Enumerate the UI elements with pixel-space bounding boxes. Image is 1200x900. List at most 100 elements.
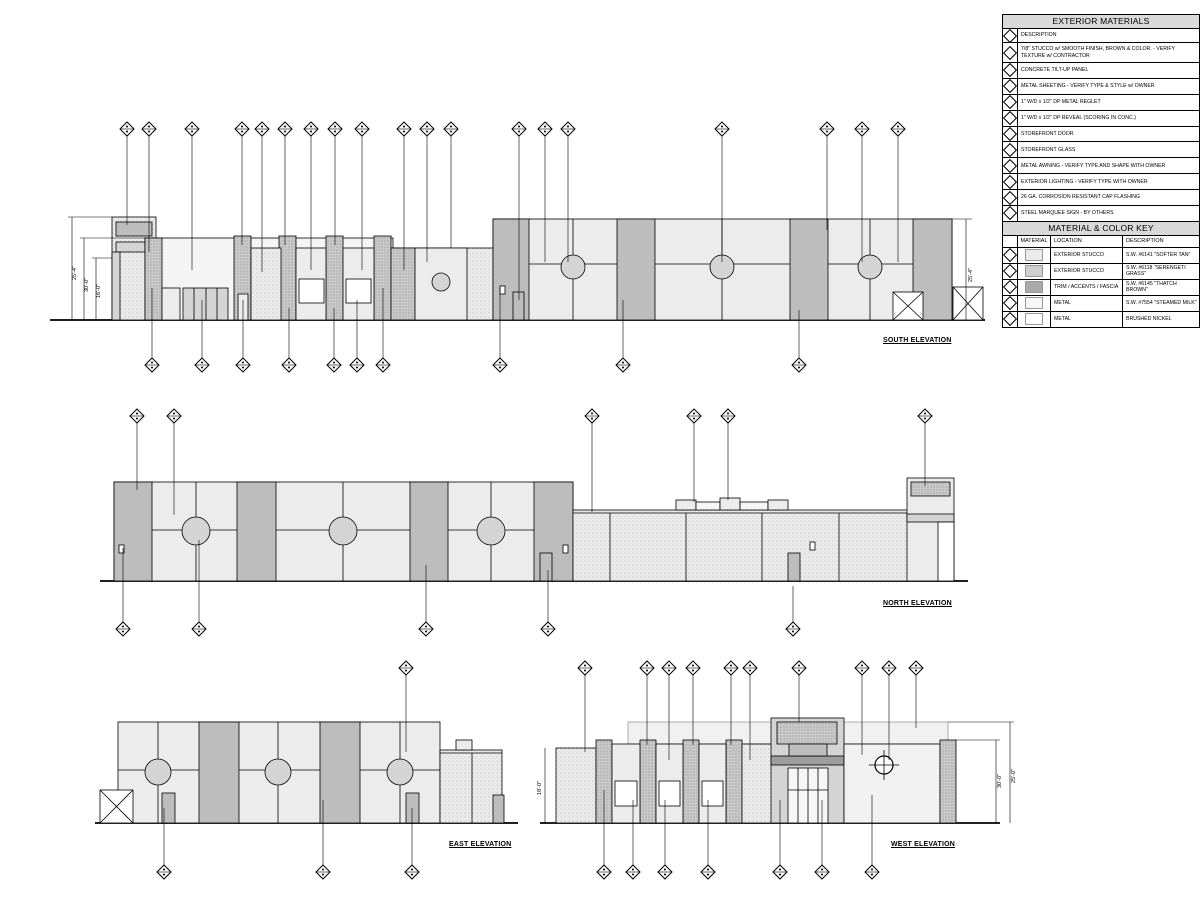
material-description: EXTERIOR LIGHTING - VERIFY TYPE WITH OWN… bbox=[1021, 178, 1148, 185]
south-elevation bbox=[50, 216, 985, 321]
color-key-description: S.W. #6118 "SERENGETI GRASS" bbox=[1126, 265, 1186, 278]
color-key-location: TRIM / ACCENTS / FASCIA bbox=[1051, 279, 1123, 295]
swatch-chip bbox=[1025, 249, 1043, 262]
tag-icon bbox=[1002, 263, 1018, 279]
color-swatch bbox=[1018, 295, 1051, 311]
swatch-chip bbox=[1025, 313, 1043, 326]
tag-icon bbox=[1002, 206, 1018, 221]
color-key-header-description: DESCRIPTION bbox=[1126, 238, 1164, 245]
south-dim-right: 25'-4" bbox=[968, 268, 974, 282]
tag-icon bbox=[1002, 78, 1018, 94]
material-description: STOREFRONT GLASS bbox=[1021, 146, 1076, 153]
color-key-description: S.W. #6141 "SOFTER TAN" bbox=[1126, 252, 1191, 259]
south-dim-1: 25'-4" bbox=[72, 266, 78, 280]
material-description: 1" W/D x 1/2" DP METAL REGLET bbox=[1021, 99, 1101, 106]
color-key-header-location: LOCATION bbox=[1051, 235, 1123, 247]
color-key-description: S.W. #7554 "STEAMED MILK" bbox=[1126, 300, 1197, 307]
material-description: 1" W/D x 1/2" DP REVEAL (SCORING IN CONC… bbox=[1021, 115, 1136, 122]
color-key-description: BRUSHED NICKEL bbox=[1126, 316, 1172, 323]
color-key-location: METAL bbox=[1051, 311, 1123, 327]
west-dimension-labels: 18'-0" 30'-0" 25'-0" bbox=[537, 769, 1017, 795]
tag-icon bbox=[1003, 235, 1018, 247]
south-dim-3: 16'-0" bbox=[96, 284, 102, 298]
tag-icon bbox=[1002, 279, 1018, 295]
materials-legend: EXTERIOR MATERIALS DESCRIPTION 7/8" STUC… bbox=[1002, 14, 1200, 328]
color-key-location: METAL bbox=[1051, 295, 1123, 311]
material-description: 26 GA. CORROSION RESISTANT CAP FLASHING bbox=[1021, 194, 1141, 201]
color-key-table: MATERIAL LOCATION DESCRIPTION EXTERIOR S… bbox=[1002, 235, 1199, 327]
tag-icon bbox=[1002, 174, 1018, 190]
materials-legend-row: 1" W/D x 1/2" DP METAL REGLET bbox=[1002, 94, 1199, 111]
east-elevation-title: EAST ELEVATION bbox=[449, 841, 512, 848]
color-key-header-material: MATERIAL bbox=[1018, 235, 1051, 247]
color-key-location: EXTERIOR STUCCO bbox=[1051, 247, 1123, 263]
material-description: STEEL MARQUEE SIGN - BY OTHERS bbox=[1021, 210, 1114, 217]
swatch-chip bbox=[1025, 281, 1043, 294]
materials-legend-row: 26 GA. CORROSION RESISTANT CAP FLASHING bbox=[1002, 190, 1199, 207]
swatch-chip bbox=[1025, 265, 1043, 278]
materials-legend-title: EXTERIOR MATERIALS bbox=[1003, 15, 1199, 29]
north-stucco-block bbox=[572, 509, 919, 582]
south-dimension-labels: 25'-4" 30'-0" 16'-0" 25'-4" bbox=[72, 266, 974, 298]
materials-legend-row: 1" W/D x 1/2" DP REVEAL (SCORING IN CONC… bbox=[1002, 110, 1199, 127]
tag-icon bbox=[1002, 295, 1018, 311]
materials-legend-row: 7/8" STUCCO w/ SMOOTH FINISH, BROWN & CO… bbox=[1002, 43, 1199, 63]
materials-legend-header-row: DESCRIPTION bbox=[1002, 28, 1199, 43]
material-description: STOREFRONT DOOR bbox=[1021, 130, 1074, 137]
color-swatch bbox=[1018, 247, 1051, 263]
tag-icon bbox=[1002, 110, 1018, 126]
south-callouts bbox=[126, 135, 899, 358]
materials-legend-row: STEEL MARQUEE SIGN - BY OTHERS bbox=[1002, 206, 1199, 221]
west-dim-right-1: 30'-0" bbox=[997, 774, 1003, 788]
east-elevation bbox=[95, 721, 518, 824]
materials-legend-row: CONCRETE TILT-UP PANEL bbox=[1002, 63, 1199, 79]
south-elevation-title: SOUTH ELEVATION bbox=[883, 337, 952, 344]
west-elevation-title: WEST ELEVATION bbox=[891, 841, 955, 848]
west-dim-right-2: 25'-0" bbox=[1011, 769, 1017, 783]
color-key-header-row: MATERIAL LOCATION DESCRIPTION bbox=[1003, 235, 1199, 248]
tag-icon bbox=[1002, 158, 1018, 174]
tag-icon bbox=[1002, 126, 1018, 142]
tag-icon bbox=[1002, 190, 1018, 206]
north-elevation-title: NORTH ELEVATION bbox=[883, 600, 952, 607]
material-description: METAL SHEETING - VERIFY TYPE & STYLE w/ … bbox=[1021, 83, 1155, 90]
color-swatch bbox=[1018, 311, 1051, 327]
east-callouts bbox=[163, 675, 413, 865]
tag-icon bbox=[1002, 142, 1018, 158]
materials-legend-row: METAL SHEETING - VERIFY TYPE & STYLE w/ … bbox=[1002, 78, 1199, 95]
tag-icon bbox=[1002, 28, 1018, 43]
west-callouts bbox=[584, 675, 917, 865]
color-swatch bbox=[1018, 263, 1051, 279]
tag-icon bbox=[1002, 43, 1018, 62]
materials-legend-row: STOREFRONT DOOR bbox=[1002, 126, 1199, 143]
materials-legend-header: DESCRIPTION bbox=[1021, 32, 1057, 39]
west-elevation bbox=[540, 717, 1014, 824]
material-description: CONCRETE TILT-UP PANEL bbox=[1021, 67, 1089, 74]
materials-legend-rows: 7/8" STUCCO w/ SMOOTH FINISH, BROWN & CO… bbox=[1002, 43, 1199, 221]
north-elevation bbox=[100, 477, 968, 582]
tag-icon bbox=[1002, 63, 1018, 78]
south-dim-2: 30'-0" bbox=[84, 278, 90, 292]
west-dim-left: 18'-0" bbox=[537, 781, 543, 795]
color-key-title: MATERIAL & COLOR KEY bbox=[1003, 220, 1199, 236]
tag-icon bbox=[1002, 311, 1018, 327]
material-description: 7/8" STUCCO w/ SMOOTH FINISH, BROWN & CO… bbox=[1021, 46, 1175, 59]
color-key-location: EXTERIOR STUCCO bbox=[1051, 263, 1123, 279]
color-key-description: S.W. #6145 "THATCH BROWN" bbox=[1126, 281, 1177, 294]
material-description: METAL AWNING - VERIFY TYPE AND SHAPE WIT… bbox=[1021, 162, 1166, 169]
color-swatch bbox=[1018, 279, 1051, 295]
swatch-chip bbox=[1025, 297, 1043, 310]
materials-legend-row: STOREFRONT GLASS bbox=[1002, 142, 1199, 159]
tag-icon bbox=[1002, 94, 1018, 110]
materials-legend-row: METAL AWNING - VERIFY TYPE AND SHAPE WIT… bbox=[1002, 158, 1199, 175]
materials-legend-row: EXTERIOR LIGHTING - VERIFY TYPE WITH OWN… bbox=[1002, 174, 1199, 191]
north-callouts bbox=[122, 423, 926, 622]
tag-icon bbox=[1002, 247, 1018, 263]
